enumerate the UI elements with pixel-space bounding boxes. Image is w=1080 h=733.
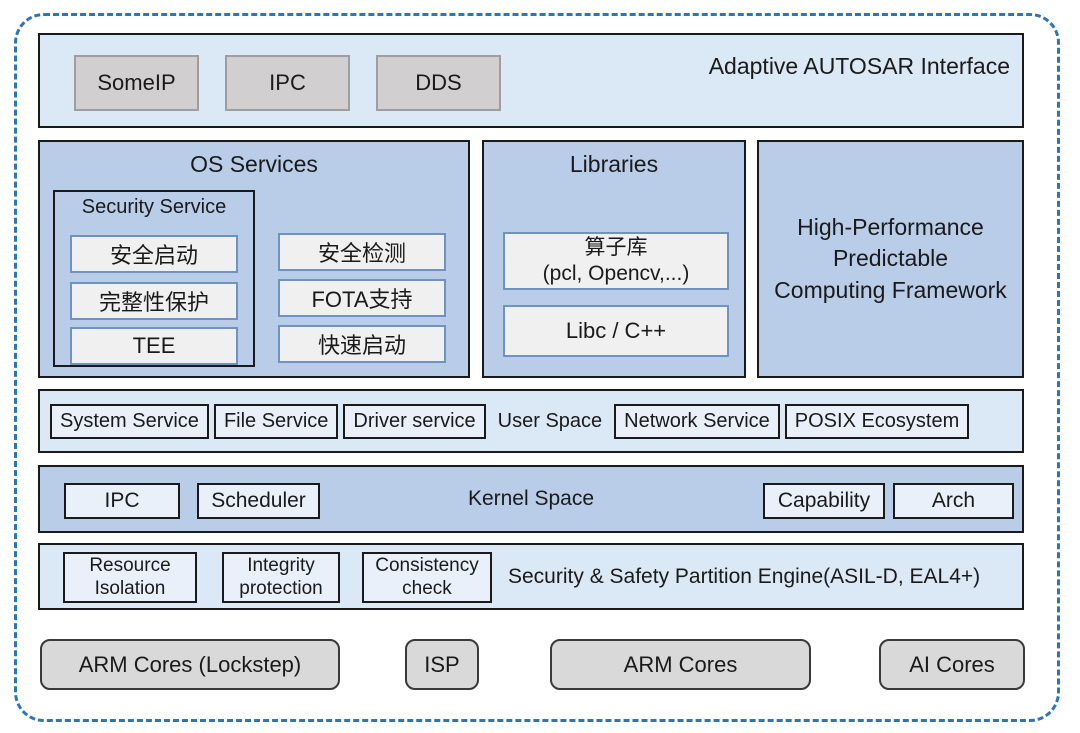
os-services-box: OS Services Security Service 安全启动 完整性保护 …	[38, 140, 470, 378]
chip-scheduler: Scheduler	[197, 483, 320, 519]
chip-network-service: Network Service	[614, 403, 780, 439]
libraries-box: Libraries 算子库 (pcl, Opencv,...) Libc / C…	[482, 140, 746, 378]
hpc-framework-box: High-Performance Predictable Computing F…	[757, 140, 1024, 378]
chip-ipc: IPC	[225, 55, 350, 111]
chip-integrity-protection-cn: 完整性保护	[70, 282, 238, 320]
chip-capability: Capability	[763, 483, 885, 519]
chip-integrity-protection: Integrity protection	[222, 552, 340, 603]
chip-operator-library: 算子库 (pcl, Opencv,...)	[503, 232, 729, 290]
chip-libc-cpp: Libc / C++	[503, 305, 729, 357]
chip-isp: ISP	[405, 639, 479, 690]
chip-fota-support: FOTA支持	[278, 279, 446, 317]
partition-engine-label: Security & Safety Partition Engine(ASIL-…	[508, 564, 981, 588]
chip-someip: SomeIP	[74, 55, 199, 111]
chip-resource-isolation: Resource Isolation	[63, 552, 197, 603]
outer-dashed-frame	[14, 13, 1060, 722]
chip-fast-boot: 快速启动	[278, 325, 446, 363]
kernel-space-band: IPC Scheduler Kernel Space Capability Ar…	[38, 465, 1024, 533]
chip-posix-ecosystem: POSIX Ecosystem	[784, 403, 970, 439]
chip-secure-boot: 安全启动	[70, 235, 238, 273]
security-service-box: Security Service 安全启动 完整性保护 TEE	[53, 190, 255, 367]
chip-kernel-ipc: IPC	[64, 483, 180, 519]
kernel-space-label: Kernel Space	[467, 487, 595, 510]
user-space-label: User Space	[497, 409, 603, 432]
chip-dds: DDS	[376, 55, 501, 111]
chip-security-detection: 安全检测	[278, 233, 446, 271]
libraries-title: Libraries	[569, 151, 659, 177]
chip-file-service: File Service	[213, 403, 339, 439]
chip-consistency-check: Consistency check	[362, 552, 492, 603]
chip-driver-service: Driver service	[343, 403, 486, 439]
adaptive-autosar-title: Adaptive AUTOSAR Interface	[708, 53, 1010, 79]
adaptive-autosar-band: SomeIP IPC DDS Adaptive AUTOSAR Interfac…	[38, 33, 1024, 128]
chip-tee: TEE	[70, 327, 238, 365]
chip-ai-cores: AI Cores	[879, 639, 1025, 690]
chip-arm-cores-lockstep: ARM Cores (Lockstep)	[40, 639, 340, 690]
chip-arch: Arch	[893, 483, 1014, 519]
chip-arm-cores: ARM Cores	[550, 639, 811, 690]
os-services-title: OS Services	[190, 151, 318, 177]
security-service-title: Security Service	[81, 196, 227, 218]
user-space-band: System Service File Service Driver servi…	[38, 389, 1024, 453]
chip-system-service: System Service	[50, 403, 209, 439]
security-safety-band: Resource Isolation Integrity protection …	[38, 543, 1024, 610]
middleware-chip-row: SomeIP IPC DDS	[74, 55, 501, 111]
